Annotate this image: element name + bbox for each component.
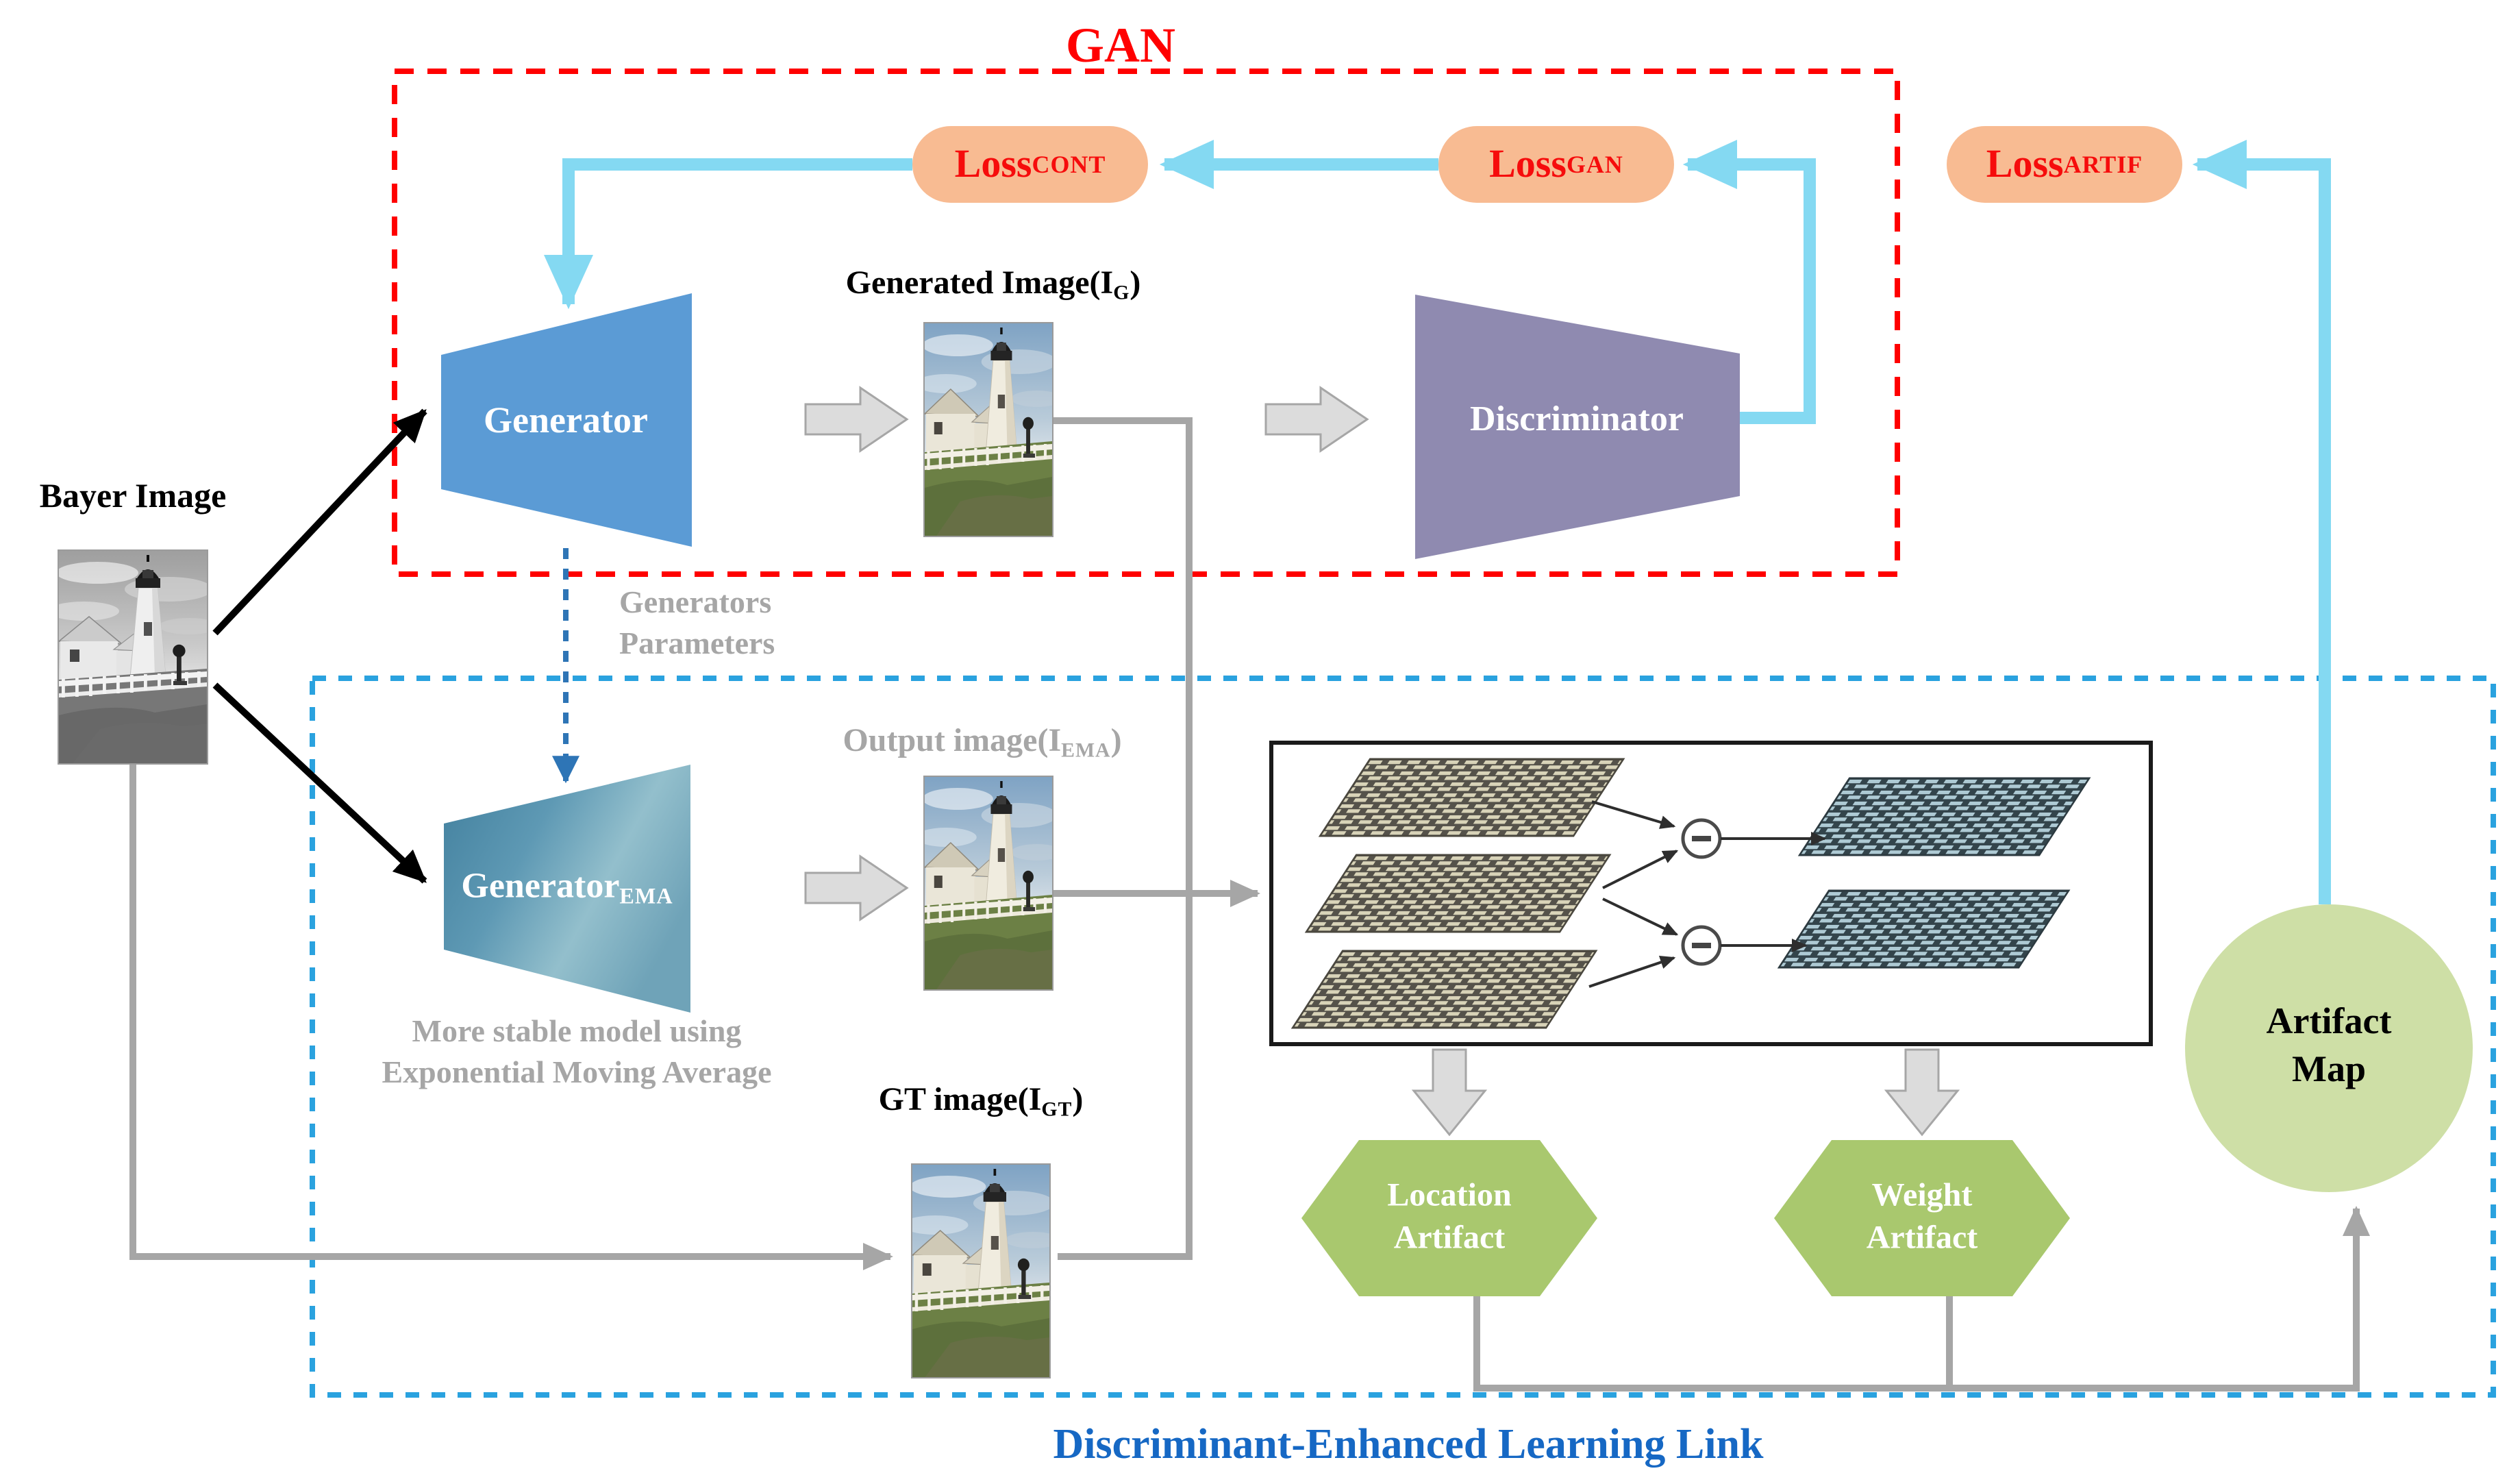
mesh1-to-minus1-arrow (1591, 800, 1676, 829)
mesh-output (1304, 854, 1612, 933)
gt-image-photo (912, 1165, 1049, 1377)
artifacts-to-map-connector (1473, 1206, 2370, 1392)
mesh-location-result (1797, 777, 2091, 856)
generators-parameters-note: Generators Parameters (619, 585, 775, 661)
bayer-image-photo (59, 551, 207, 763)
image-to-discriminator-block-arrow (1264, 386, 1369, 453)
generated-image-photo (925, 323, 1052, 536)
bottom-title: Discriminant-Enhanced Learning Link (1053, 1420, 1764, 1468)
bayer-to-generator-ema-arrow (212, 682, 427, 884)
mesh-gt (1290, 950, 1598, 1029)
discriminator-to-loss-gan-arrow (1682, 140, 1816, 424)
discriminator-block (1415, 295, 1740, 559)
bayer-image-label: Bayer Image (39, 478, 227, 515)
generator-ema-block (444, 765, 690, 1013)
weight-artifact-label: Weight Artifact (1866, 1178, 1978, 1257)
output-image-photo (925, 777, 1052, 989)
bayer-to-generator-arrow (212, 408, 427, 636)
loss-cont-label: Loss (954, 142, 1032, 186)
loss-cont-to-generator-arrow (544, 158, 912, 310)
discriminator-label: Discriminator (1470, 399, 1684, 438)
minus-icon (1692, 943, 1711, 948)
ema-to-output-block-arrow (804, 854, 909, 922)
weight-artifact-hexagon (1774, 1140, 2070, 1296)
artifact-map-label: Artifact Map (2266, 1000, 2392, 1089)
ema-note: More stable model using Exponential Movi… (382, 1014, 772, 1090)
loss-artif-label: Loss (1986, 142, 2064, 186)
gan-box (392, 69, 1900, 577)
mesh2-to-minus2-arrow (1602, 898, 1679, 936)
generated-image-feed-line (1052, 417, 1193, 1260)
mesh-generated (1318, 758, 1625, 837)
output-image-label: Output image(IEMA) (843, 724, 1122, 763)
loss-gan-label: Loss (1489, 142, 1567, 186)
generated-image-label: Generated Image(IG) (845, 266, 1141, 305)
generator-to-image-block-arrow (804, 386, 909, 453)
location-artifact-hexagon (1301, 1140, 1597, 1296)
location-artifact-label: Location Artifact (1387, 1178, 1512, 1257)
generator-ema-label: GeneratorEMA (461, 865, 673, 909)
generator-block (441, 293, 692, 547)
bayer-to-gt-connector (129, 765, 893, 1270)
box-to-location-block-arrow (1411, 1048, 1488, 1137)
generator-label: Generator (484, 399, 648, 441)
mesh2-to-minus1-arrow (1602, 850, 1679, 889)
box-to-weight-block-arrow (1884, 1048, 1960, 1137)
discriminant-enhanced-box (310, 676, 2496, 1398)
gan-box-title: GAN (1066, 18, 1175, 73)
gt-image-label: GT image(IGT) (878, 1083, 1084, 1122)
minus-icon (1692, 836, 1711, 841)
mesh3-to-minus2-arrow (1588, 955, 1676, 988)
mesh-weight-result (1777, 889, 2071, 969)
artifact-map-circle (2185, 904, 2473, 1192)
artifact-map-to-loss-artif-arrow (2192, 140, 2331, 904)
